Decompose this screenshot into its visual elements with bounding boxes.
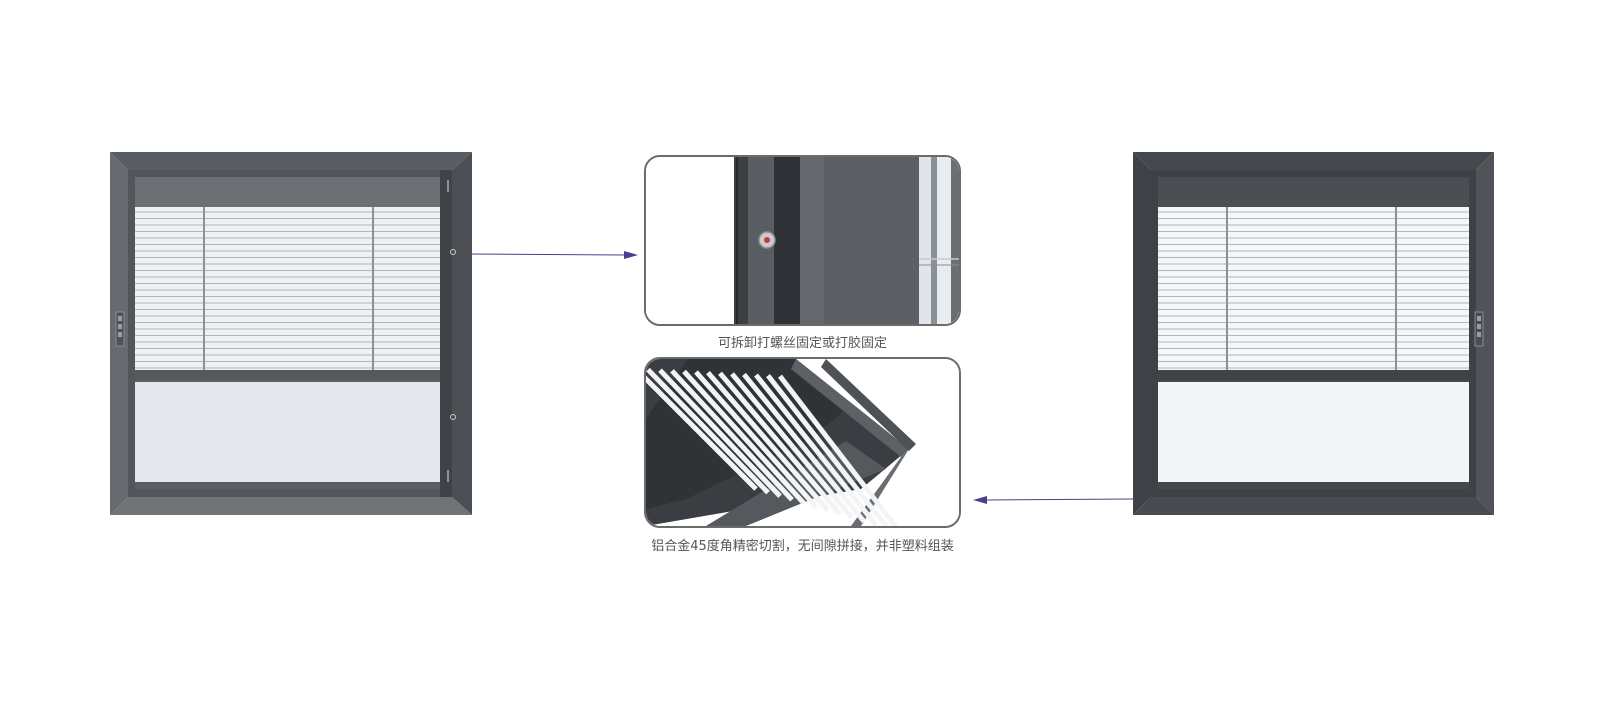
- corner-slat-line: [778, 374, 899, 526]
- window-right-drawing: [1133, 152, 1494, 515]
- corner-slat-line: [694, 370, 818, 509]
- corner-slat-line: [682, 369, 806, 506]
- left-blind-slats: [135, 211, 440, 369]
- corner-slat-line: [646, 367, 770, 495]
- right-blind-slats: [1158, 211, 1469, 369]
- corner-slat-line: [766, 374, 890, 526]
- screw-fixing-detail-view: [644, 155, 961, 326]
- corner-slat-line: [718, 371, 842, 516]
- corner-detail-caption: 铝合金45度角精密切割，无间隙拼接，并非塑料组装: [651, 539, 954, 554]
- corner-slat-line: [670, 369, 794, 502]
- corner-blind-slats: [646, 367, 899, 526]
- corner-slat-line: [730, 372, 854, 520]
- arrow-right-icon: [470, 251, 638, 259]
- screw-detail-caption: 可拆卸打螺丝固定或打胶固定: [717, 336, 887, 351]
- corner-slat-line: [742, 372, 866, 523]
- window-left-drawing: [110, 152, 472, 515]
- screw-detail-drawing: [646, 157, 959, 324]
- corner-slat-line: [754, 373, 878, 526]
- corner-detail-drawing: [646, 359, 959, 526]
- corner-slat-line: [658, 368, 782, 498]
- arrow-left-icon: [973, 496, 1134, 504]
- window-with-blinds-front-left: [110, 152, 472, 515]
- corner-cut-detail-view: [644, 357, 961, 528]
- window-with-blinds-front-right: [1133, 152, 1494, 515]
- corner-slat-line: [706, 370, 830, 513]
- corner-slat-line: [646, 375, 758, 491]
